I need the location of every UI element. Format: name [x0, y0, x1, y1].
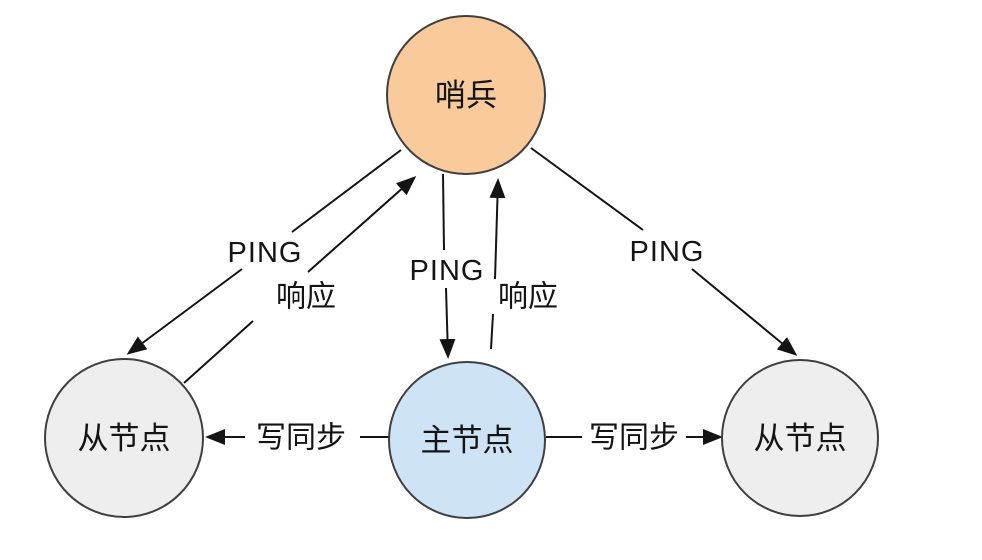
- edge-response-left-lower: [183, 320, 254, 384]
- master-node-label: 主节点: [421, 423, 514, 458]
- edge-label-ping-left: PING: [228, 237, 303, 269]
- slave-left-node-label: 从节点: [78, 421, 171, 456]
- slave-right-node: 从节点: [721, 359, 879, 517]
- edge-response-center-lower: [490, 313, 494, 350]
- slave-left-node-circle: [44, 358, 204, 518]
- edge-ping-left-upper: [291, 149, 402, 233]
- sentinel-node-label: 哨兵: [435, 78, 497, 113]
- slave-right-node-label: 从节点: [754, 421, 847, 456]
- edge-label-write-sync-left: 写同步: [256, 422, 346, 455]
- edge-ping-center-upper: [442, 173, 445, 251]
- edge-ping-left-lower: [126, 268, 243, 355]
- master-node-circle: [388, 361, 546, 519]
- edge-ping-center-lower: [439, 287, 456, 359]
- edge-label-response-left: 响应: [276, 281, 336, 314]
- edge-label-response-center: 响应: [498, 281, 558, 314]
- edge-response-left-upper: [307, 176, 417, 273]
- slave-left-node: 从节点: [44, 358, 204, 518]
- edge-label-write-sync-right: 写同步: [589, 422, 679, 455]
- sentinel-node: 哨兵: [386, 15, 546, 175]
- slave-right-node-circle: [721, 359, 879, 517]
- edge-response-center-upper: [489, 178, 506, 280]
- master-node: 主节点: [388, 361, 546, 519]
- sentinel-node-circle: [386, 15, 546, 175]
- edge-label-ping-right: PING: [630, 236, 705, 268]
- edge-label-ping-center: PING: [410, 255, 485, 287]
- edge-ping-right-upper: [530, 147, 644, 231]
- edge-ping-right-lower: [691, 268, 798, 356]
